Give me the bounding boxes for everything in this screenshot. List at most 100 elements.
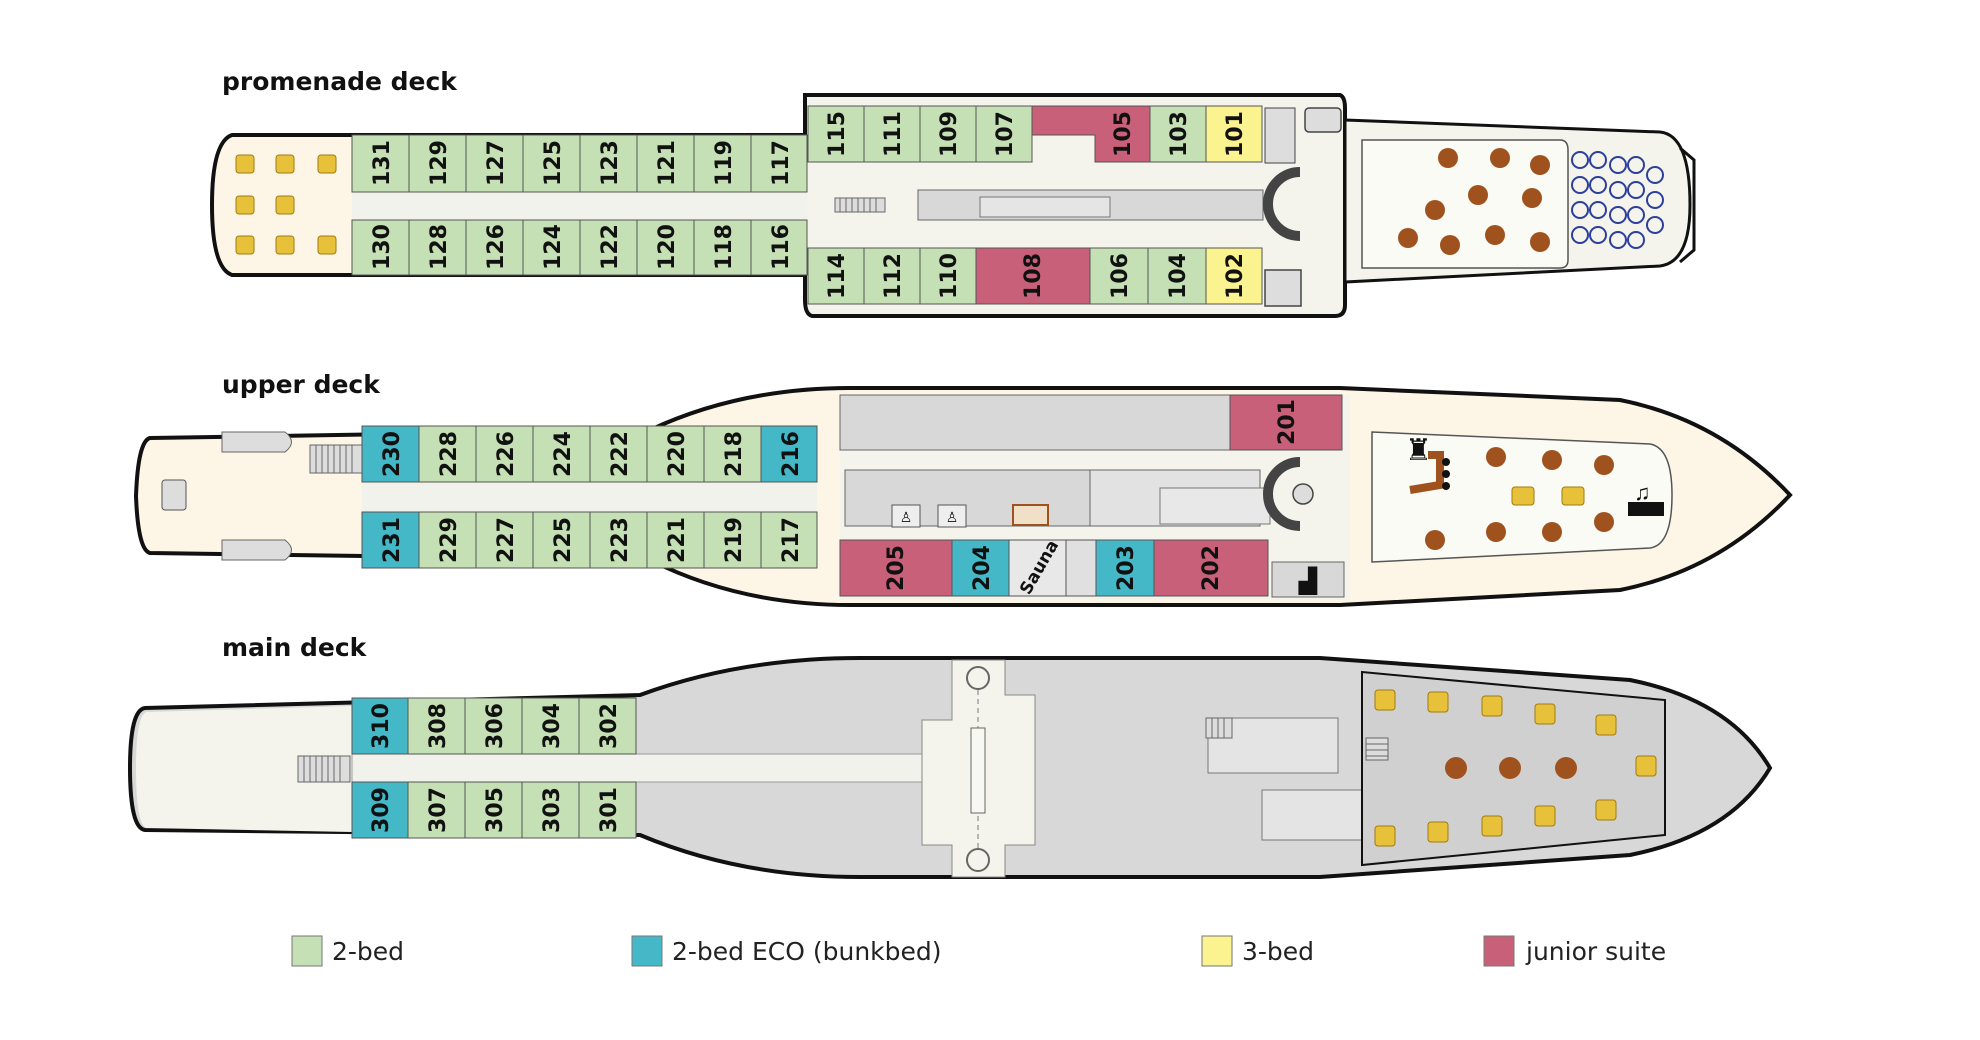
spiral-staircase-icon bbox=[1263, 457, 1301, 531]
cabin-202[interactable] bbox=[1153, 539, 1269, 597]
cabin-number: 101 bbox=[1223, 111, 1248, 157]
cabin-230[interactable] bbox=[361, 425, 420, 483]
cabin-number: 130 bbox=[370, 224, 395, 270]
cabin-112[interactable] bbox=[863, 247, 921, 305]
reception-desk-icon: ▟ bbox=[1298, 566, 1318, 595]
cabin-217[interactable] bbox=[760, 511, 818, 569]
cabin-107[interactable] bbox=[975, 105, 1033, 163]
cabin-219[interactable] bbox=[703, 511, 762, 569]
cabin-106[interactable] bbox=[1089, 247, 1149, 305]
cabin-number: 301 bbox=[597, 787, 622, 833]
upper-central-block-3 bbox=[1159, 487, 1271, 525]
cabin-224[interactable] bbox=[532, 425, 591, 483]
cabin-305[interactable] bbox=[464, 781, 523, 839]
cabin-number: 204 bbox=[970, 545, 995, 591]
sauna-room[interactable] bbox=[1008, 539, 1067, 597]
upper-aft-hatch bbox=[161, 479, 187, 511]
upper-deck: ♙ ♙ ▟ ♜ ♫ 230 bbox=[133, 386, 1793, 607]
cabin-number: 219 bbox=[722, 517, 747, 563]
cabin-310[interactable] bbox=[351, 697, 409, 755]
cabin-225[interactable] bbox=[532, 511, 591, 569]
cabin-121[interactable] bbox=[636, 134, 695, 193]
cabin-124[interactable] bbox=[522, 219, 581, 276]
cabin-222[interactable] bbox=[589, 425, 648, 483]
promenade-fwd-top-cabins: 115 111 109 107 105 103 101 bbox=[807, 105, 1263, 163]
cabin-number: 116 bbox=[769, 224, 794, 270]
upper-office bbox=[1271, 561, 1345, 598]
reception-desk-icon bbox=[1012, 504, 1049, 526]
main-corridor bbox=[351, 753, 923, 783]
cabin-number: 107 bbox=[993, 111, 1018, 157]
bar-icon: ♜ bbox=[1405, 434, 1450, 494]
cabin-229[interactable] bbox=[418, 511, 477, 569]
piano-icon: ♫ bbox=[1628, 480, 1664, 516]
cabin-number: 309 bbox=[369, 787, 394, 833]
cabin-220[interactable] bbox=[646, 425, 705, 483]
cabin-116[interactable] bbox=[750, 219, 808, 276]
cabin-101[interactable] bbox=[1205, 105, 1263, 163]
cabin-306[interactable] bbox=[464, 697, 523, 755]
cabin-129[interactable] bbox=[408, 134, 467, 193]
cabin-number: 112 bbox=[881, 253, 906, 299]
cabin-number: 131 bbox=[370, 140, 395, 186]
cabin-221[interactable] bbox=[646, 511, 705, 569]
cabin-102[interactable] bbox=[1205, 247, 1263, 305]
cabin-117[interactable] bbox=[750, 134, 808, 193]
cabin-127[interactable] bbox=[465, 134, 524, 193]
cabin-307[interactable] bbox=[407, 781, 466, 839]
main-hatch bbox=[970, 727, 986, 814]
staircase-icon bbox=[1205, 717, 1233, 739]
cabin-number: 118 bbox=[712, 224, 737, 270]
cabin-115[interactable] bbox=[807, 105, 865, 163]
cabin-223[interactable] bbox=[589, 511, 648, 569]
main-engine-block-2 bbox=[1261, 789, 1363, 841]
cabin-130[interactable] bbox=[351, 219, 410, 276]
cabin-number: 306 bbox=[483, 703, 508, 749]
promenade-fwd-bottom-cabins: 114 112 110 108 106 104 102 bbox=[807, 247, 1263, 305]
cabin-125[interactable] bbox=[522, 134, 581, 193]
cabin-218[interactable] bbox=[703, 425, 762, 483]
cabin-201[interactable] bbox=[1229, 394, 1343, 451]
cabin-111[interactable] bbox=[863, 105, 921, 163]
upper-aft-top-cabins: 230 228 226 224 222 220 218 216 bbox=[361, 425, 818, 483]
cabin-number: 127 bbox=[484, 140, 509, 186]
cabin-308[interactable] bbox=[407, 697, 466, 755]
cabin-228[interactable] bbox=[418, 425, 477, 483]
cabin-301[interactable] bbox=[578, 781, 637, 839]
bicycle-icon bbox=[1571, 151, 1664, 249]
promenade-store-mid bbox=[1264, 107, 1296, 164]
cabin-203[interactable] bbox=[1095, 539, 1155, 597]
cabin-302[interactable] bbox=[578, 697, 637, 755]
cabin-122[interactable] bbox=[579, 219, 638, 276]
cabin-104[interactable] bbox=[1147, 247, 1207, 305]
legend-swatch-junior-suite bbox=[1483, 935, 1515, 967]
upper-aft-bottom-cabins: 231 229 227 225 223 221 219 217 bbox=[361, 511, 818, 569]
cabin-114[interactable] bbox=[807, 247, 865, 305]
cabin-108[interactable] bbox=[975, 247, 1091, 305]
cabin-110[interactable] bbox=[919, 247, 977, 305]
lounge-chair-icon bbox=[235, 154, 337, 255]
cabin-number: 231 bbox=[380, 517, 405, 563]
cabin-number: 102 bbox=[1223, 253, 1248, 299]
cabin-126[interactable] bbox=[465, 219, 524, 276]
cabin-number: 121 bbox=[655, 140, 680, 186]
cabin-number: 302 bbox=[597, 703, 622, 749]
cabin-number: 201 bbox=[1275, 399, 1300, 445]
main-aft-area bbox=[136, 706, 352, 832]
legend-label: 3-bed bbox=[1242, 937, 1314, 966]
staircase-icon bbox=[1365, 737, 1389, 761]
legend: 2-bed 2-bed ECO (bunkbed) 3-bed junior s… bbox=[291, 935, 1666, 967]
cabin-227[interactable] bbox=[475, 511, 534, 569]
cabin-226[interactable] bbox=[475, 425, 534, 483]
legend-swatch-3-bed bbox=[1201, 935, 1233, 967]
cabin-309[interactable] bbox=[351, 781, 409, 839]
cabin-120[interactable] bbox=[636, 219, 695, 276]
legend-label: junior suite bbox=[1525, 937, 1666, 966]
cabin-216[interactable] bbox=[760, 425, 818, 483]
cabin-303[interactable] bbox=[521, 781, 580, 839]
cabin-number: 128 bbox=[427, 224, 452, 270]
cabin-205[interactable] bbox=[839, 539, 953, 597]
staircase-icon bbox=[309, 444, 363, 474]
cabin-number: 304 bbox=[540, 703, 565, 749]
cabin-118[interactable] bbox=[693, 219, 752, 276]
